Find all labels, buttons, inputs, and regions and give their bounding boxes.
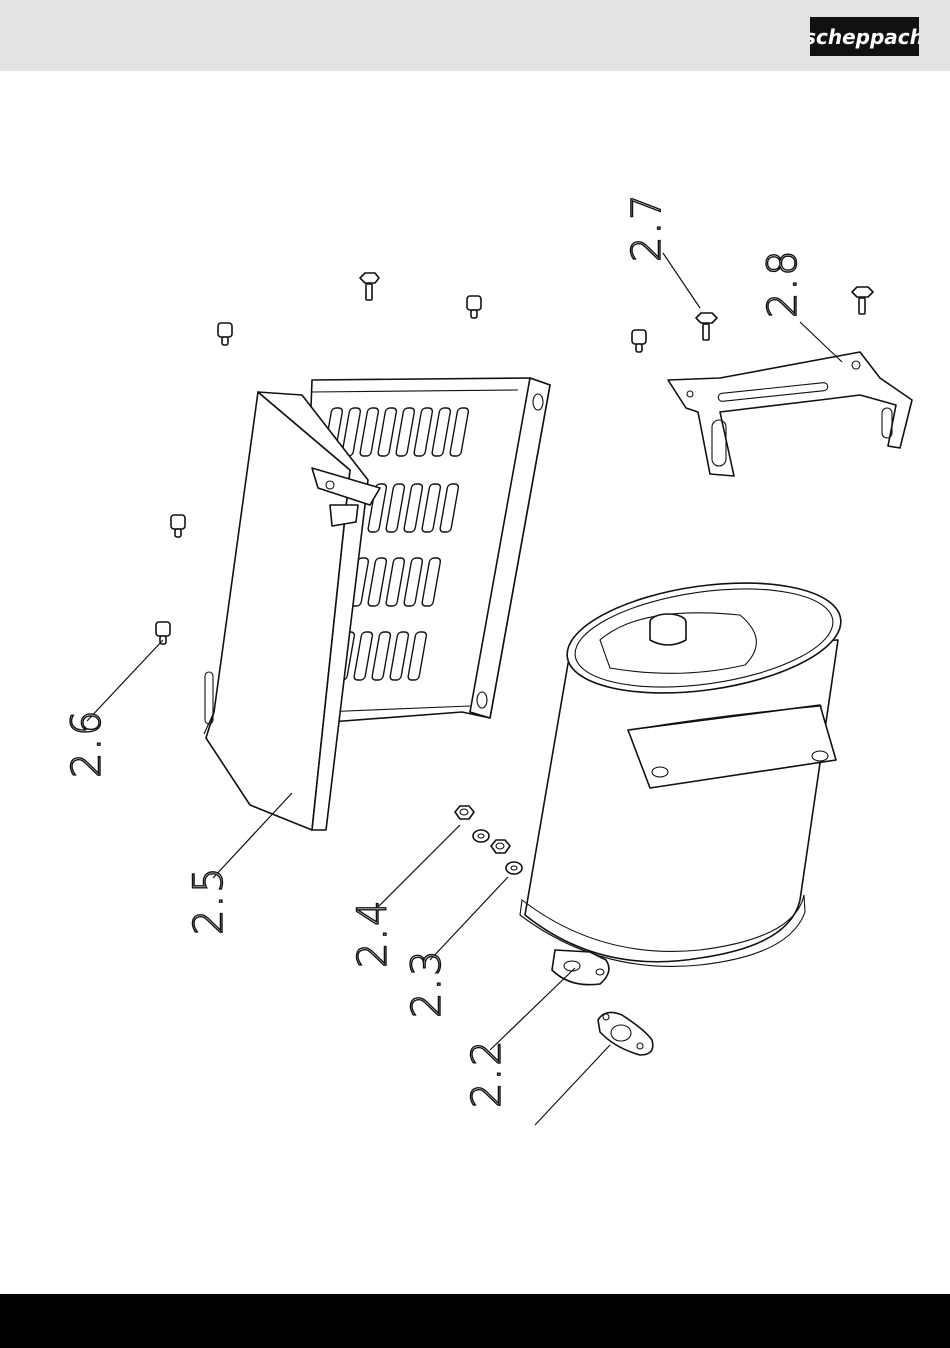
nut-a — [455, 806, 474, 819]
bolt-2-6d — [467, 296, 481, 318]
nut-b — [491, 840, 510, 853]
brand-logo-text: scheppach — [810, 25, 919, 49]
brand-logo: scheppach — [810, 17, 919, 56]
bolt-2-7a — [632, 330, 646, 352]
bolt-2-7b — [696, 313, 717, 340]
callout-2-3: 2.3 — [404, 948, 450, 1018]
bolt-2-6b — [171, 515, 185, 537]
callout-2-2: 2.2 — [464, 1038, 510, 1108]
page-footer — [0, 1294, 950, 1348]
muffler-exploded-view: 2.6 2.5 2.4 2.3 2.2 2.7 2.8 — [0, 71, 950, 1294]
page-header: scheppach — [0, 0, 950, 71]
washer-a — [473, 830, 489, 842]
callout-2-5: 2.5 — [186, 865, 232, 935]
callout-2-4: 2.4 — [350, 898, 396, 968]
bolt-2-6c — [218, 323, 232, 345]
bolt-2-6e — [360, 273, 379, 300]
muffler-body — [520, 567, 848, 984]
heat-shield — [204, 378, 550, 830]
mounting-bracket — [668, 352, 912, 476]
exploded-parts-diagram: 2.6 2.5 2.4 2.3 2.2 2.7 2.8 — [0, 71, 950, 1294]
bolt-2-7c — [852, 287, 873, 314]
washer-b — [506, 862, 522, 874]
callout-2-7: 2.7 — [624, 192, 670, 262]
callout-2-6: 2.6 — [64, 708, 110, 778]
callout-2-8: 2.8 — [760, 248, 806, 318]
